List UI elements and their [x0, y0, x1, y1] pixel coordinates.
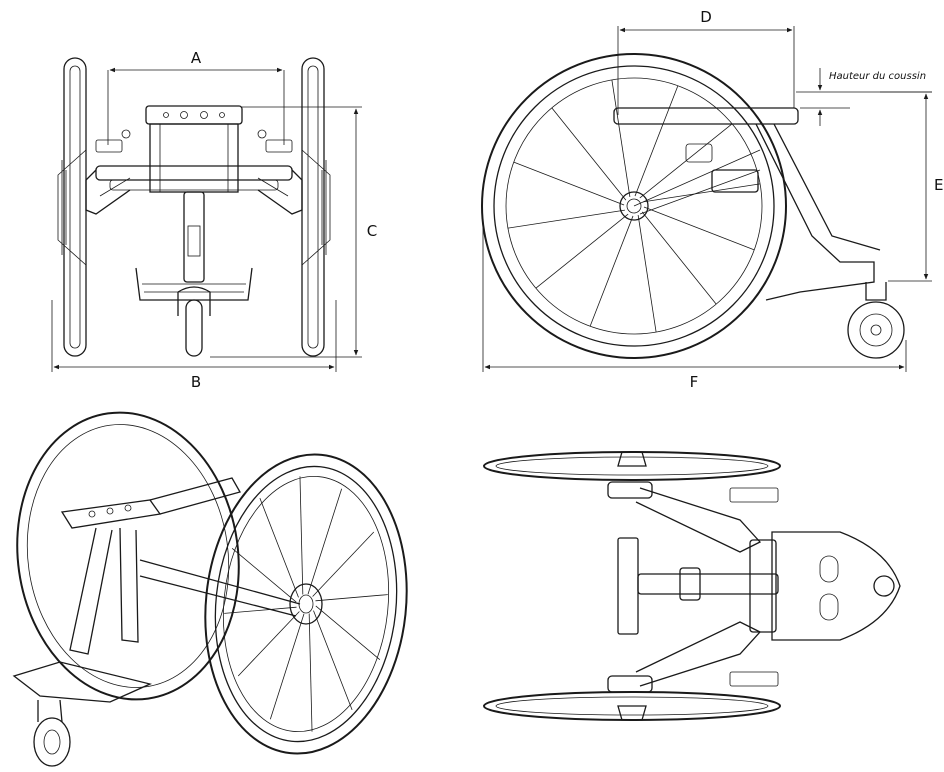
wheel-spoke [307, 488, 343, 595]
wheel-spoke [513, 161, 625, 206]
side-wheel-spokes [507, 79, 761, 333]
wheel-spoke [641, 211, 717, 305]
dim-label-c: C [367, 222, 377, 240]
front-left-wheel [63, 57, 87, 357]
wheel-spoke [643, 206, 755, 251]
side-frame [755, 123, 875, 301]
cushion-height-marker: Hauteur du coussin [796, 68, 932, 126]
dim-label-d: D [700, 8, 712, 26]
dim-label-b: B [191, 373, 201, 391]
front-frame [149, 123, 239, 193]
dim-label-a: A [191, 49, 202, 67]
front-view [57, 57, 331, 357]
front-seat-plate [145, 105, 243, 125]
side-caster [847, 301, 905, 359]
wheel-spoke [643, 183, 761, 203]
wheel-spoke [507, 209, 625, 229]
wheel-spoke [315, 605, 381, 660]
dimension-c: C [210, 106, 377, 358]
side-seat-tube [613, 107, 799, 125]
top-center-tube [637, 573, 779, 595]
wheel-spoke [551, 107, 627, 201]
iso-rear-left-wheel [16, 411, 240, 701]
dimension-f: F [482, 225, 907, 391]
wheel-spoke [637, 215, 657, 333]
wheel-spoke [308, 613, 313, 732]
iso-wheel-spokes [224, 476, 388, 732]
top-upper-arm [635, 487, 762, 553]
dimension-a: A [107, 49, 285, 145]
top-lower-arm [635, 621, 762, 687]
top-rear-bracket [617, 537, 639, 635]
wheel-spoke [299, 476, 304, 595]
front-caster [185, 299, 203, 357]
iso-main-tube [149, 477, 241, 515]
side-rear-wheel [481, 53, 787, 359]
wheel-spoke [611, 79, 631, 197]
top-view [483, 451, 901, 721]
iso-caster [33, 717, 71, 767]
cushion-height-label: Hauteur du coussin [829, 71, 926, 82]
wheel-spoke [312, 531, 375, 597]
front-right-wheel [301, 57, 325, 357]
wheel-spoke [634, 85, 679, 197]
front-stem [183, 191, 205, 283]
wheel-spoke [231, 548, 297, 603]
dimension-e: E [880, 91, 943, 282]
dim-label-e: E [934, 176, 943, 194]
isometric-view [12, 411, 408, 767]
side-view [481, 53, 905, 359]
wheel-spoke [535, 213, 629, 289]
dimension-d: D [617, 8, 795, 115]
dimension-b: B [51, 300, 337, 391]
wheel-spoke [224, 606, 297, 614]
top-front-plate [771, 531, 901, 641]
wheel-spoke [313, 610, 353, 710]
wheel-spoke [589, 215, 634, 327]
wheel-spoke [315, 594, 388, 602]
iso-rear-right-wheel [204, 453, 408, 755]
wheel-spoke [237, 611, 300, 677]
iso-footrest [12, 661, 152, 703]
wheel-spoke [269, 613, 305, 720]
dim-label-f: F [690, 373, 699, 391]
wheel-spoke [259, 498, 299, 598]
